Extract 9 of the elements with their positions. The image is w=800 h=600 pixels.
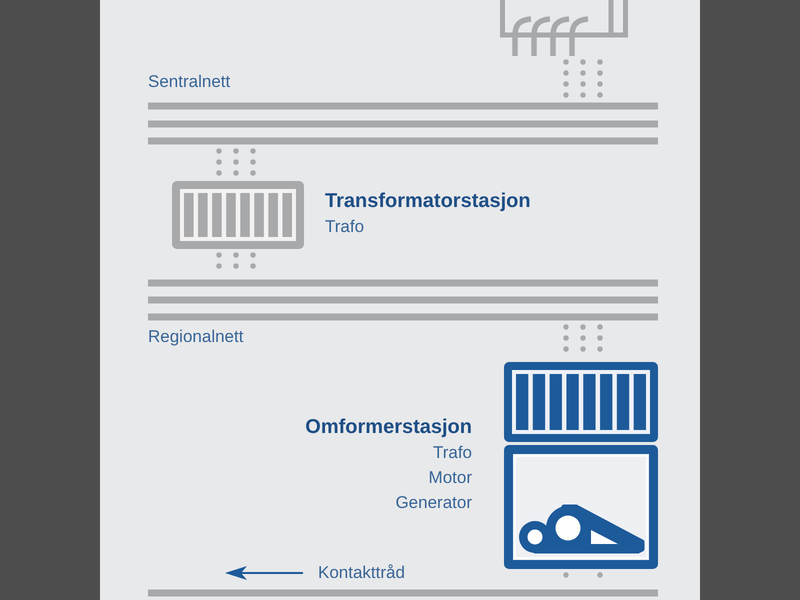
network-label: Regionalnett	[148, 327, 244, 347]
component-label: Trafo	[432, 442, 472, 464]
network-label: Sentralnett	[148, 72, 230, 92]
network-label: Kontakttråd	[318, 563, 405, 583]
component-label: Motor	[428, 467, 472, 489]
station-heading: Transformatorstasjon	[325, 189, 531, 214]
station-heading: Omformerstasjon	[305, 415, 472, 440]
component-label: Trafo	[325, 216, 366, 238]
component-label: Generator	[394, 492, 472, 514]
